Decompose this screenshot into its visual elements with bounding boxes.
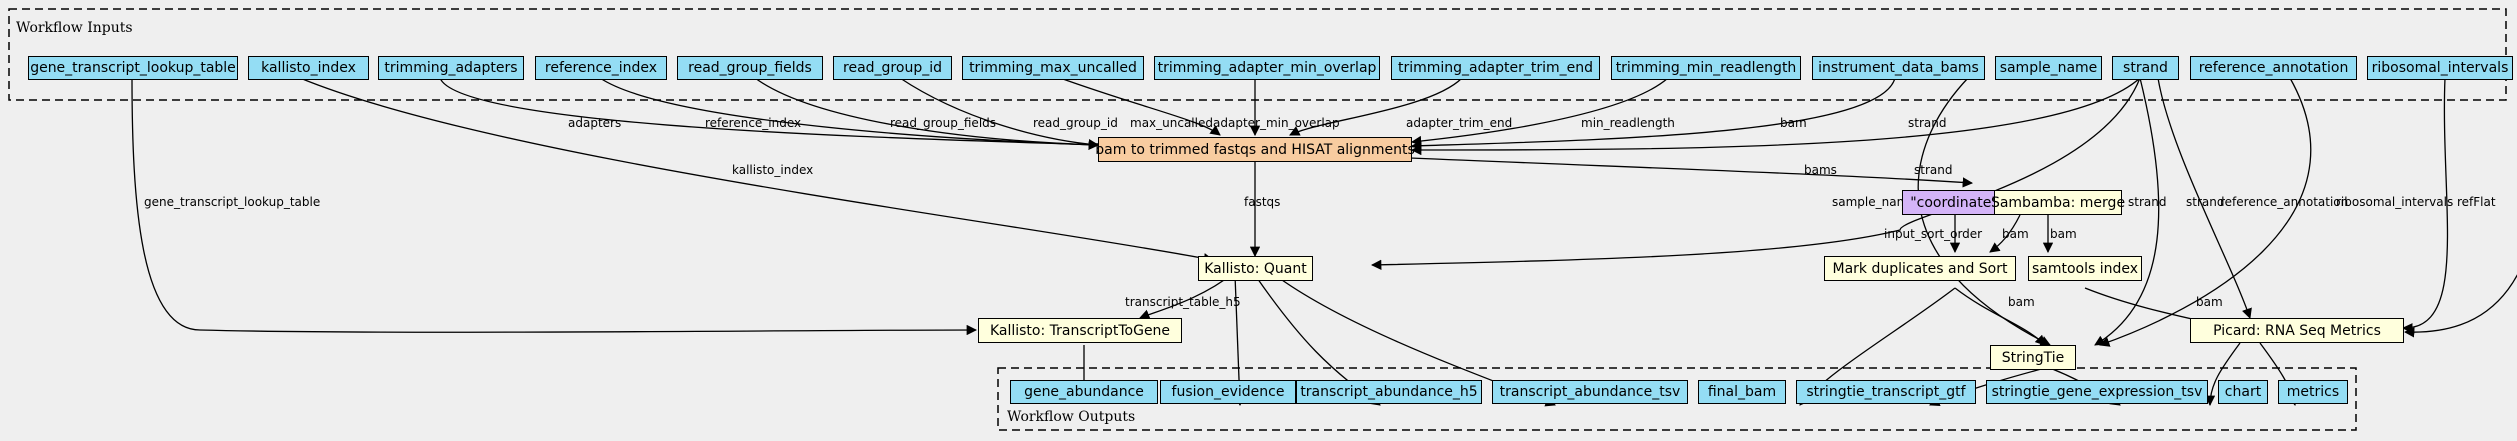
edge-strand-to-picard xyxy=(2157,77,2252,319)
edge-label-bam-samtools: bam xyxy=(2050,227,2077,241)
edge-adapters xyxy=(439,77,1100,150)
edge-label-fastqs: fastqs xyxy=(1244,195,1280,209)
edge-read-group-id xyxy=(899,77,1100,150)
step-kallisto-transcript-to-gene[interactable]: Kallisto: TranscriptToGene xyxy=(978,318,1182,343)
step-samtools-index[interactable]: samtools index xyxy=(2028,256,2142,281)
input-read-group-id[interactable]: read_group_id xyxy=(833,56,952,80)
edge-label-transcript-table-h5: transcript_table_h5 xyxy=(1125,295,1241,309)
edge-label-bam-markdup: bam xyxy=(2002,227,2029,241)
input-ribosomal-intervals[interactable]: ribosomal_intervals xyxy=(2367,56,2513,80)
output-chart[interactable]: chart xyxy=(2218,380,2268,404)
input-gene-transcript-lookup-table[interactable]: gene_transcript_lookup_table xyxy=(28,56,238,80)
edge-label-bam-picard: bam xyxy=(2196,295,2223,309)
input-instrument-data-bams[interactable]: instrument_data_bams xyxy=(1812,56,1985,80)
edge-strand-to-kallisto xyxy=(1370,77,2141,270)
input-strand[interactable]: strand xyxy=(2112,56,2179,80)
input-trimming-adapter-trim-end[interactable]: trimming_adapter_trim_end xyxy=(1391,56,1600,80)
input-trimming-adapters[interactable]: trimming_adapters xyxy=(378,56,524,80)
edge-bams xyxy=(1409,157,1974,188)
edge-label-strand-stringtie: strand xyxy=(2128,195,2166,209)
edge-label-strand-picard: strand xyxy=(2186,195,2224,209)
edge-label-bam-stringtie: bam xyxy=(2008,295,2035,309)
edge-label-adapter-min-overlap: adapter_min_overlap xyxy=(1213,116,1340,130)
edge-strand-to-stringtie xyxy=(2094,77,2160,346)
edge-label-refflat: refFlat xyxy=(2457,195,2496,209)
edge-label-read-group-fields: read_group_fields xyxy=(890,116,996,130)
edge-label-input-sort-order: input_sort_order xyxy=(1884,227,1982,241)
output-fusion-evidence[interactable]: fusion_evidence xyxy=(1160,380,1296,404)
edge-merge-bam-to-markdup xyxy=(1989,214,2021,253)
edge-label-strand-main: strand xyxy=(1908,116,1946,130)
edge-bam xyxy=(1410,77,1896,151)
input-trimming-max-uncalled[interactable]: trimming_max_uncalled xyxy=(962,56,1144,80)
edge-label-kallisto-index: kallisto_index xyxy=(732,163,813,177)
edge-label-reference-annotation: reference_annotation xyxy=(2220,195,2348,209)
output-final-bam[interactable]: final_bam xyxy=(1698,380,1786,404)
edge-gene-transcript-lookup-table xyxy=(131,77,978,336)
edge-to-chart xyxy=(2204,342,2241,407)
input-trimming-min-readlength[interactable]: trimming_min_readlength xyxy=(1611,56,1801,80)
step-bam-to-trimmed-fastqs[interactable]: bam to trimmed fastqs and HISAT alignmen… xyxy=(1095,137,1415,162)
edge-min-readlength xyxy=(1410,77,1669,147)
edge-kallisto-index xyxy=(299,77,1215,264)
edge-ribosomal-intervals xyxy=(2401,77,2449,334)
workflow-outputs-cluster xyxy=(997,367,2357,431)
output-stringtie-transcript-gtf[interactable]: stringtie_transcript_gtf xyxy=(1796,380,1976,404)
edge-label-bam: bam xyxy=(1780,116,1807,130)
step-mark-duplicates-sort[interactable]: Mark duplicates and Sort xyxy=(1824,256,2016,281)
input-reference-index[interactable]: reference_index xyxy=(535,56,667,80)
edge-reference-index xyxy=(599,77,1100,150)
step-coordinate[interactable]: "coordinate" xyxy=(1902,190,2006,215)
input-kallisto-index[interactable]: kallisto_index xyxy=(248,56,369,80)
workflow-inputs-cluster xyxy=(8,8,2507,101)
edge-label-max-uncalled: max_uncalled xyxy=(1130,116,1213,130)
edge-reference-annotation xyxy=(2099,77,2312,347)
edge-label-reference-index: reference_index xyxy=(705,116,801,130)
workflow-inputs-label: Workflow Inputs xyxy=(16,20,133,36)
output-metrics[interactable]: metrics xyxy=(2278,380,2348,404)
edge-refflat xyxy=(2403,273,2517,338)
edge-label-read-group-id: read_group_id xyxy=(1033,116,1118,130)
output-stringtie-gene-expression-tsv[interactable]: stringtie_gene_expression_tsv xyxy=(1986,380,2208,404)
edge-label-adapters: adapters xyxy=(568,116,621,130)
workflow-outputs-label: Workflow Outputs xyxy=(1007,409,1136,425)
output-transcript-abundance-h5[interactable]: transcript_abundance_h5 xyxy=(1296,380,1482,404)
edge-label-ribosomal-intervals: ribosomal_intervals xyxy=(2336,195,2453,209)
edge-label-adapter-trim-end: adapter_trim_end xyxy=(1406,116,1512,130)
edge-adapter-trim-end xyxy=(1289,77,1463,136)
edge-markdup-to-stringtie xyxy=(1954,287,2046,346)
step-stringtie[interactable]: StringTie xyxy=(1990,345,2076,370)
input-read-group-fields[interactable]: read_group_fields xyxy=(677,56,823,80)
edge-label-min-readlength: min_readlength xyxy=(1581,116,1675,130)
input-trimming-adapter-min-overlap[interactable]: trimming_adapter_min_overlap xyxy=(1154,56,1380,80)
edge-label-strand-kallisto: strand xyxy=(1914,163,1952,177)
edge-label-gene-transcript-lookup-table: gene_transcript_lookup_table xyxy=(144,195,320,209)
output-gene-abundance[interactable]: gene_abundance xyxy=(1010,380,1158,404)
edge-strand-to-bam xyxy=(1410,77,2141,156)
edge-max-uncalled xyxy=(1059,77,1221,136)
edge-read-group-fields xyxy=(754,77,1100,150)
edge-label-sample-name: sample_name xyxy=(1832,195,1916,209)
input-reference-annotation[interactable]: reference_annotation xyxy=(2190,56,2357,80)
output-transcript-abundance-tsv[interactable]: transcript_abundance_tsv xyxy=(1492,380,1688,404)
edge-label-bams: bams xyxy=(1804,163,1837,177)
step-sambamba-merge[interactable]: Sambamba: merge xyxy=(1991,190,2125,215)
step-picard-rna-seq-metrics[interactable]: Picard: RNA Seq Metrics xyxy=(2190,318,2404,343)
step-kallisto-quant[interactable]: Kallisto: Quant xyxy=(1198,256,1313,281)
input-sample-name[interactable]: sample_name xyxy=(1995,56,2102,80)
